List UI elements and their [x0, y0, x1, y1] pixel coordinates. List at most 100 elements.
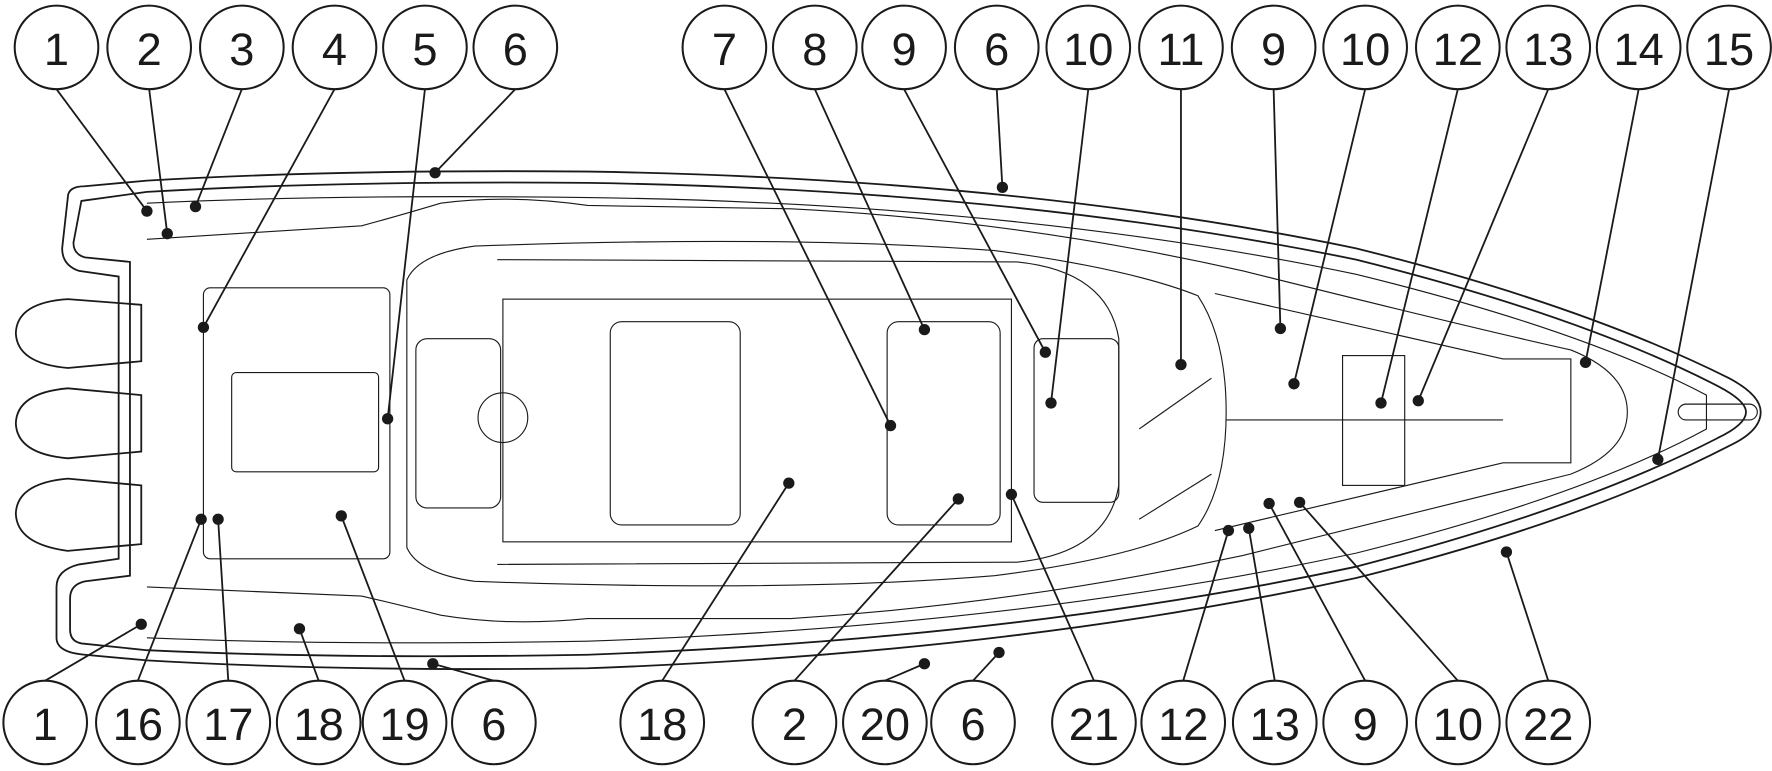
- callout-bottom-0: 1: [2, 618, 147, 766]
- callout-bottom-14: 10: [1293, 496, 1501, 766]
- callout-bottom-2: 17: [185, 513, 272, 766]
- callout-point: [1045, 397, 1057, 409]
- leader-line: [194, 88, 243, 207]
- callout-circle: [1231, 679, 1318, 766]
- leader-line: [1656, 89, 1730, 460]
- callout-point: [1412, 395, 1424, 407]
- callout-circle: [1322, 679, 1408, 766]
- callout-bottom-5: 6: [427, 658, 537, 766]
- callout-circle: [619, 679, 706, 766]
- leader-line: [1584, 89, 1640, 363]
- callout-point: [1579, 356, 1592, 369]
- callout-point: [1500, 546, 1513, 558]
- callout-top-6: 7: [681, 4, 897, 432]
- callout-number: 6: [960, 699, 985, 750]
- callout-point: [335, 510, 347, 522]
- leader-line: [148, 89, 169, 234]
- leader-line: [661, 482, 790, 682]
- callout-number: 12: [1433, 24, 1483, 75]
- callout-circle: [185, 679, 272, 766]
- callout-circle: [106, 4, 193, 91]
- leader-line: [995, 89, 1004, 188]
- callout-point: [1263, 497, 1275, 510]
- callout-circle: [13, 4, 100, 91]
- callout-bottom-9: 6: [930, 646, 1016, 766]
- leader-line: [202, 88, 336, 328]
- callout-bottom-3: 18: [275, 623, 362, 766]
- callout-circle: [681, 4, 768, 91]
- leader-line: [1380, 88, 1459, 404]
- callout-number: 6: [503, 24, 528, 75]
- callout-point: [884, 419, 897, 432]
- leader-line: [386, 89, 426, 419]
- callout-point: [1005, 488, 1018, 501]
- callout-point: [1175, 358, 1187, 371]
- callout-point: [1039, 346, 1051, 358]
- leader-line: [432, 662, 495, 682]
- callout-top-3: 4: [197, 4, 378, 334]
- callout-number: 11: [1157, 24, 1204, 75]
- callout-number: 18: [637, 699, 687, 750]
- callout-circle: [953, 4, 1040, 91]
- callout-number: 21: [1069, 699, 1119, 750]
- callout-circle: [1138, 4, 1224, 91]
- callout-point: [1288, 378, 1300, 390]
- callout-number: 14: [1614, 24, 1664, 75]
- leader-line: [434, 88, 516, 174]
- callout-number: 8: [802, 24, 827, 75]
- callout-point: [212, 513, 224, 525]
- leader-line: [340, 515, 406, 682]
- leader-line: [723, 88, 892, 426]
- callout-number: 9: [1261, 24, 1286, 75]
- callout-number: 13: [1523, 24, 1573, 75]
- callout-circle: [2, 679, 89, 766]
- callout-circle: [771, 4, 858, 91]
- callout-point: [381, 413, 394, 425]
- callout-number: 2: [782, 699, 807, 750]
- callout-top-2: 3: [189, 4, 285, 213]
- callout-top-0: 1: [13, 4, 153, 217]
- callout-point: [141, 205, 153, 217]
- callout-number: 10: [1340, 24, 1390, 75]
- callout-number: 2: [137, 24, 162, 75]
- leader-line: [1247, 528, 1276, 681]
- callout-circle: [1140, 679, 1227, 766]
- callout-bottom-1: 16: [95, 513, 207, 766]
- callout-point: [1222, 524, 1235, 537]
- callout-circle: [1230, 4, 1317, 91]
- leader-line: [1182, 530, 1230, 681]
- callout-circle: [291, 4, 378, 91]
- callout-number: 9: [892, 24, 917, 75]
- callout-circle: [842, 679, 928, 766]
- callout-bottom-13: 9: [1263, 497, 1408, 766]
- leader-line: [813, 88, 926, 330]
- callout-point: [195, 513, 207, 525]
- callout-number: 4: [322, 24, 347, 75]
- callout-top-13: 10: [1288, 4, 1408, 390]
- callout-point: [952, 493, 964, 505]
- callout-number: 1: [33, 699, 58, 750]
- callout-top-10: 10: [1045, 4, 1132, 409]
- callout-point: [189, 200, 202, 213]
- callout-number: 15: [1704, 24, 1754, 75]
- callout-number: 6: [481, 699, 506, 750]
- callout-circle: [275, 679, 362, 766]
- callout-number: 22: [1523, 699, 1573, 750]
- leader-line: [44, 623, 142, 682]
- callout-point: [1293, 496, 1306, 508]
- callout-number: 3: [229, 24, 254, 75]
- hull-outline: [55, 170, 1762, 670]
- callout-top-17: 15: [1652, 4, 1772, 466]
- callout-circle: [751, 679, 838, 766]
- callout-number: 13: [1250, 699, 1300, 750]
- callout-top-9: 6: [953, 4, 1040, 194]
- leader-line: [793, 498, 959, 682]
- callout-point: [1375, 397, 1387, 409]
- callout-circle: [1322, 4, 1408, 91]
- callout-point: [918, 323, 931, 336]
- callout-number: 17: [203, 699, 253, 750]
- callout-circle: [1686, 4, 1772, 91]
- callout-circle: [95, 679, 181, 766]
- callout-circle: [1505, 679, 1592, 766]
- leader-line: [884, 662, 925, 682]
